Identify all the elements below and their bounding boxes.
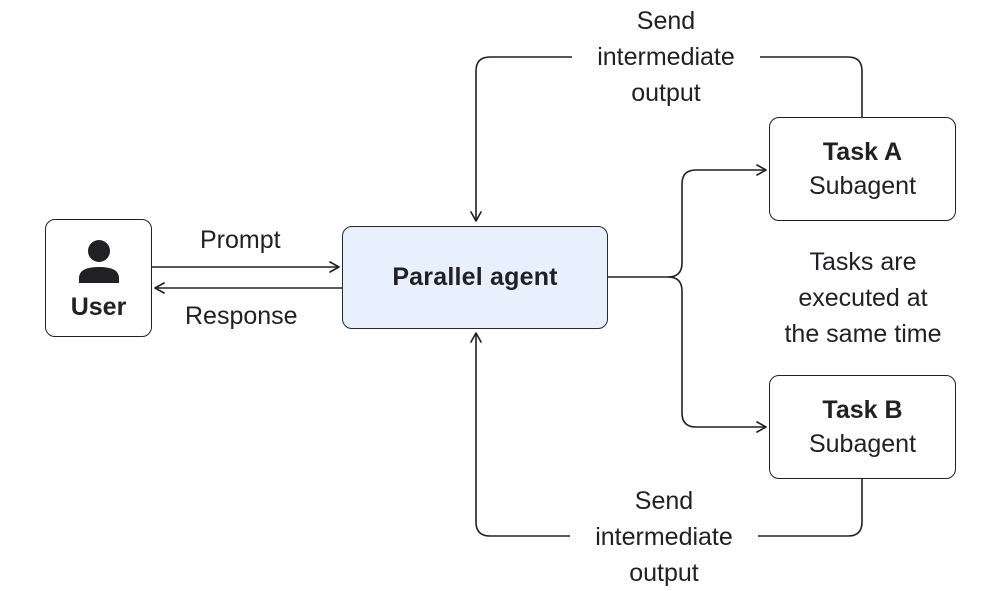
task-b-subtitle: Subagent <box>808 430 917 458</box>
agent-fork-line <box>608 262 683 278</box>
send-top-line-3: output <box>631 79 701 107</box>
note-line-3: the same time <box>784 320 942 348</box>
send-bottom-line-2: intermediate <box>595 523 733 551</box>
parallel-execution-note: Tasks are executed at the same time <box>768 244 958 352</box>
note-line-2: executed at <box>798 284 928 312</box>
task-b-feedback-right <box>758 479 863 537</box>
user-label: User <box>70 292 127 321</box>
send-intermediate-output-bottom-label: Send intermediate output <box>574 483 754 591</box>
send-bottom-line-3: output <box>629 559 699 587</box>
task-a-title: Task A <box>822 138 903 166</box>
task-b-title: Task B <box>822 396 903 424</box>
prompt-label: Prompt <box>200 222 281 258</box>
task-b-feedback-arrow <box>470 332 570 537</box>
fork-arrow-task-b <box>667 276 767 433</box>
task-b-node: Task B Subagent <box>769 375 956 479</box>
send-intermediate-output-top-label: Send intermediate output <box>576 3 756 111</box>
task-a-node: Task A Subagent <box>769 117 956 221</box>
response-label: Response <box>185 298 298 334</box>
fork-arrow-task-a <box>681 164 767 263</box>
task-a-subtitle: Subagent <box>808 172 917 200</box>
parallel-agent-label: Parallel agent <box>392 263 558 291</box>
user-node: User <box>45 219 152 337</box>
send-top-line-2: intermediate <box>597 43 735 71</box>
parallel-agent-node: Parallel agent <box>342 226 608 329</box>
send-bottom-line-1: Send <box>634 487 694 515</box>
note-line-1: Tasks are <box>809 248 917 276</box>
task-a-feedback-arrow <box>470 56 572 222</box>
send-top-line-1: Send <box>636 7 696 35</box>
task-a-feedback-right <box>760 56 863 117</box>
person-icon <box>78 239 119 283</box>
